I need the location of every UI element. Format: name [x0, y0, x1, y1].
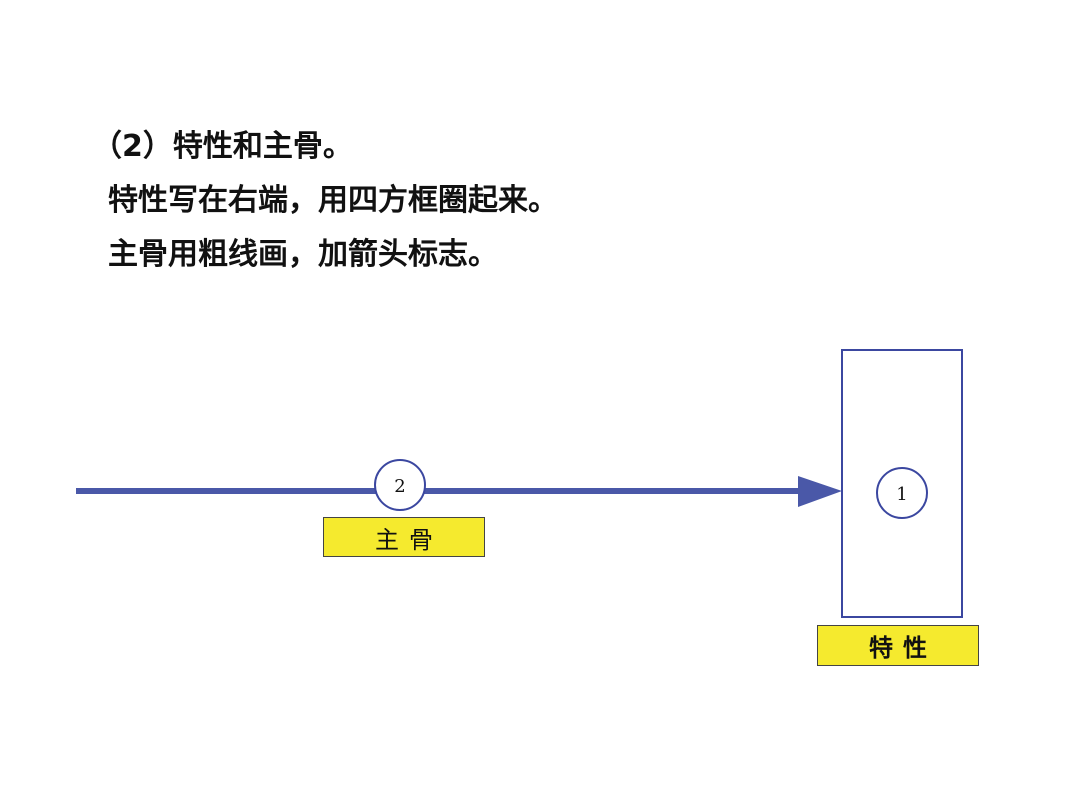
- main-bone-label: 主骨: [323, 517, 485, 557]
- instruction-text: （2）特性和主骨。 特性写在右端，用四方框圈起来。 主骨用粗线画，加箭头标志。: [92, 120, 558, 282]
- heading-line-3: 主骨用粗线画，加箭头标志。: [108, 237, 498, 272]
- main-bone-marker-circle: [374, 459, 426, 511]
- main-bone-marker-number: 2: [394, 476, 405, 497]
- characteristic-label: 特性: [817, 625, 979, 666]
- characteristic-marker-circle: [876, 467, 928, 519]
- heading-line-2: 特性写在右端，用四方框圈起来。: [108, 183, 558, 218]
- heading-line-1: （2）特性和主骨。: [92, 129, 353, 164]
- characteristic-marker-number: 1: [896, 484, 907, 505]
- arrow-head: [798, 476, 842, 507]
